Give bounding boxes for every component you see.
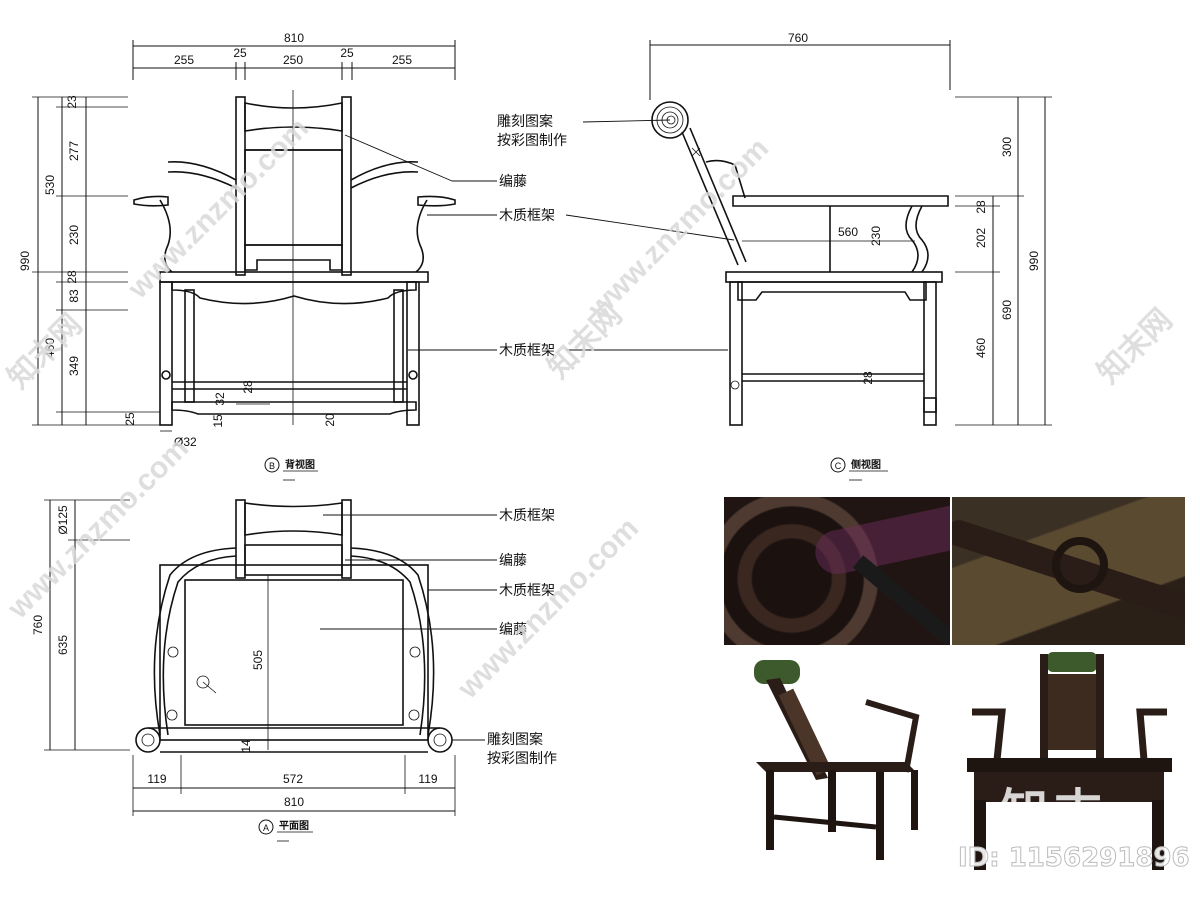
photo-chair-front-illustration (967, 652, 1172, 870)
front-width-overall: 810 (284, 31, 304, 45)
label-wood-frame-plan-2: 木质框架 (499, 582, 555, 598)
plan-view-letter: A (263, 823, 269, 833)
label-wood-frame-front-upper: 木质框架 (499, 207, 555, 223)
plan-total-depth: 760 (31, 615, 45, 635)
plan-view: Ø125 760 635 119 572 119 810 (31, 499, 456, 842)
photo-detail-scroll-closeup (724, 497, 950, 645)
plan-width-part-3: 119 (418, 772, 437, 786)
side-inner-height: 230 (869, 226, 883, 246)
front-seg-h: 15 (211, 414, 225, 428)
side-back-height: 300 (1000, 137, 1014, 157)
front-seg-a: 23 (65, 95, 79, 109)
front-seg-e: 83 (67, 289, 81, 303)
label-carving-plan-2: 按彩图制作 (487, 750, 557, 766)
plan-width-overall: 810 (284, 795, 304, 809)
side-total-height: 990 (1027, 251, 1041, 271)
plan-body-depth: 635 (56, 635, 70, 655)
side-view: 760 300 28 202 690 460 990 (649, 31, 1052, 481)
front-seg-b: 277 (67, 141, 81, 161)
brand-logo-watermark: 知末 (1000, 784, 1109, 840)
front-width-part-2: 25 (233, 46, 247, 60)
plan-width-part-2: 572 (283, 772, 303, 786)
plan-inner-seat: 505 (251, 650, 265, 670)
side-lower-height: 690 (1000, 300, 1014, 320)
front-height-upper: 530 (43, 175, 57, 195)
plan-view-title: A 平面图 (258, 819, 313, 842)
plan-chair-drawing: 505 14 (135, 499, 453, 753)
front-view-letter: B (269, 461, 275, 471)
front-inner-b: 32 (213, 392, 227, 406)
side-top-dimension: 760 (649, 31, 951, 100)
front-seg-d: 28 (65, 270, 79, 284)
photo-chair-front (962, 650, 1177, 875)
plan-width-part-1: 119 (147, 772, 166, 786)
side-view-letter: C (835, 461, 842, 471)
plan-head-diameter: Ø125 (56, 505, 70, 535)
label-carving-plan-1: 雕刻图案 (487, 731, 543, 747)
front-height-lower: 460 (43, 338, 57, 358)
front-view-title: B 背视图 (264, 457, 318, 481)
side-right-dimensions: 300 28 202 690 460 990 (955, 96, 1052, 426)
label-carving-top-1: 雕刻图案 (497, 113, 553, 129)
watermark-site-3: www.znzmo.com (451, 512, 645, 706)
side-view-name: 侧视图 (851, 458, 881, 471)
label-rattan-plan-1: 编藤 (499, 552, 527, 568)
front-seg-g: 25 (123, 412, 137, 426)
side-inner-depth: 560 (838, 225, 858, 239)
watermark-site-4: www.znzmo.com (1, 432, 195, 626)
label-rattan-plan-2: 编藤 (499, 621, 527, 637)
front-width-part-4: 25 (340, 46, 354, 60)
label-wood-frame-front-lower: 木质框架 (499, 342, 555, 358)
front-left-dimensions: 990 530 460 23 277 230 28 83 349 25 15 (18, 95, 225, 428)
side-chair-drawing: 560 230 28 (651, 101, 949, 426)
front-view: 810 255 25 250 25 255 990 530 460 23 277 (18, 31, 456, 481)
front-seg-c: 230 (67, 225, 81, 245)
front-height-total: 990 (18, 251, 32, 271)
front-inner-a: 28 (241, 380, 255, 394)
front-top-dimensions: 810 255 25 250 25 255 (132, 31, 456, 80)
plan-view-name: 平面图 (279, 820, 309, 832)
plan-bottom-dimensions: 119 572 119 810 (132, 755, 456, 816)
side-arm-thickness: 28 (974, 200, 988, 214)
image-id-watermark: ID: 1156291896 (958, 843, 1191, 874)
watermark-site-2: www.znzmo.com (581, 132, 775, 326)
side-seat-gap: 202 (974, 228, 988, 248)
label-carving-top-2: 按彩图制作 (497, 132, 567, 148)
side-leg-height: 460 (974, 338, 988, 358)
photo-chair-three-quarter (736, 652, 936, 862)
label-rattan-front: 编藤 (499, 173, 527, 189)
front-inner-c: 20 (323, 413, 337, 427)
front-view-name: 背视图 (285, 458, 315, 471)
photo-detail-arm-joint (952, 497, 1185, 645)
watermark-site-1: www.znzmo.com (121, 112, 315, 306)
watermark-brand-3: 知末网 (1092, 303, 1179, 390)
front-chair-drawing: 28 32 20 Ø32 (133, 90, 456, 449)
front-width-part-1: 255 (174, 53, 194, 67)
side-view-title: C 侧视图 (830, 457, 888, 481)
plan-left-dimensions: Ø125 760 635 (31, 499, 130, 751)
watermark-brand-1: 知末网 (2, 308, 89, 395)
side-inner-stretcher: 28 (861, 371, 875, 385)
front-seg-f: 349 (67, 356, 81, 376)
photo-chair-three-quarter-illustration (754, 660, 920, 860)
label-wood-frame-plan-1: 木质框架 (499, 507, 555, 523)
callout-labels: 雕刻图案 按彩图制作 编藤 木质框架 木质框架 木质框架 编藤 木质框架 编藤 … (320, 113, 735, 766)
plan-inner-edge: 14 (239, 739, 253, 753)
side-depth-overall: 760 (788, 31, 808, 45)
front-width-part-5: 255 (392, 53, 412, 67)
front-width-part-3: 250 (283, 53, 303, 67)
front-leg-diameter: Ø32 (174, 435, 197, 449)
